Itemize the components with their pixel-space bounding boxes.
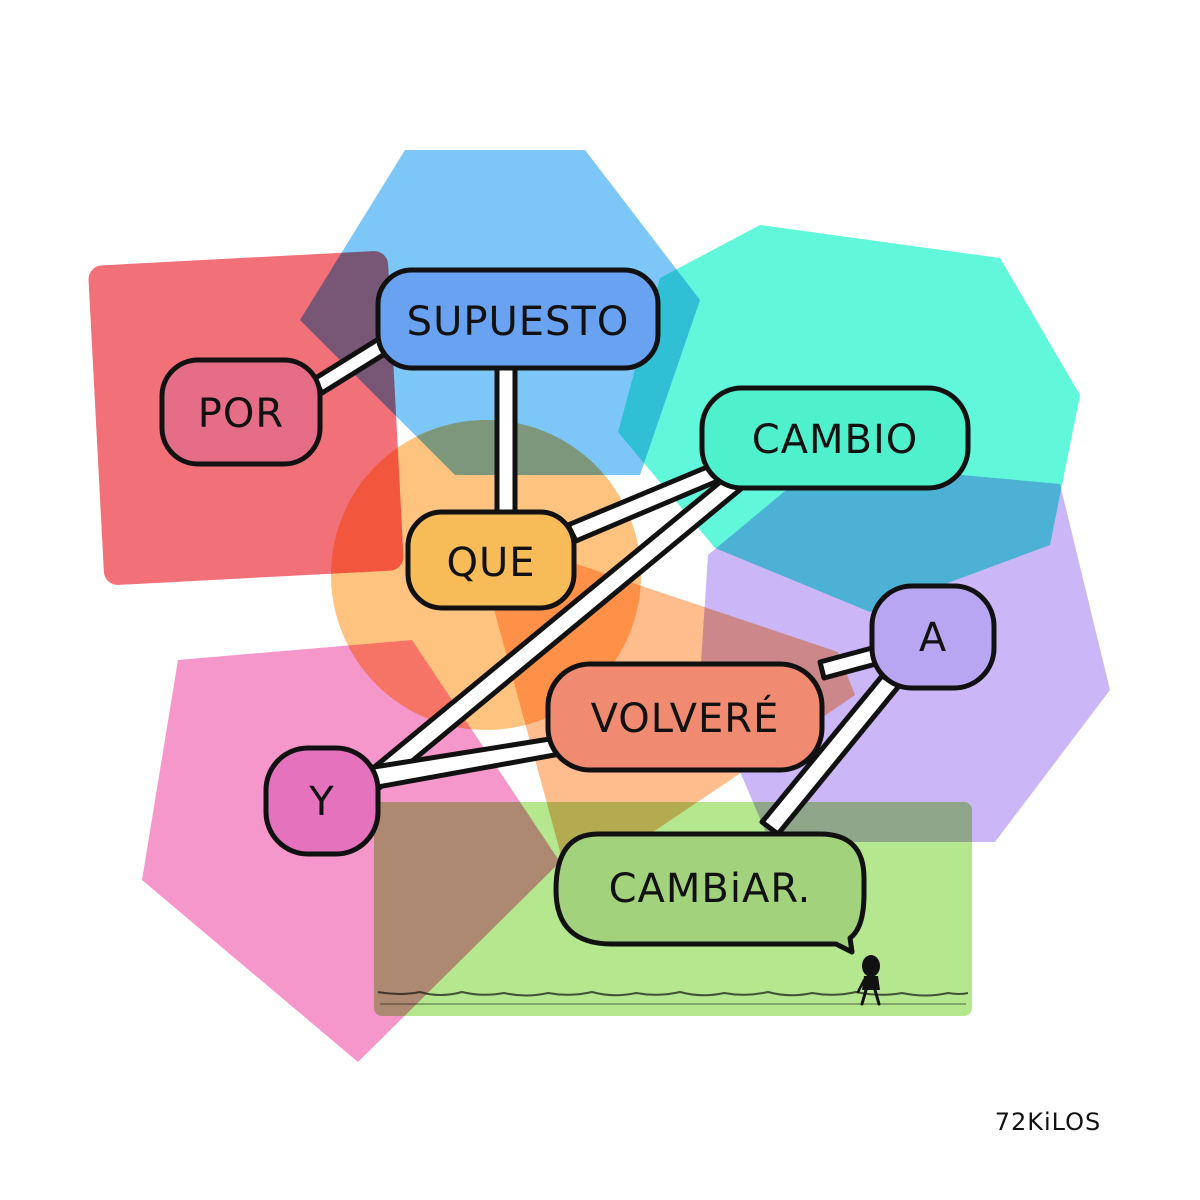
word-que: QUE [446,540,535,586]
bubble-cambiar: CAMBiAR. [553,831,867,955]
word-por: POR [198,391,284,437]
word-bubbles: POR SUPUESTO QUE CAMBIO Y VOLVERÉ A CAM [159,267,997,955]
word-cambio: CAMBIO [752,417,919,463]
bubble-volvere: VOLVERÉ [545,661,825,773]
bubble-cambio: CAMBIO [699,385,971,491]
connector-supuesto-que [494,359,518,523]
ground [377,990,969,1005]
person-figure [856,955,881,1006]
bubble-supuesto: SUPUESTO [375,267,661,371]
word-y: Y [308,779,334,825]
word-a: A [919,615,947,661]
bubble-por: POR [159,357,323,467]
bubble-a: A [869,583,997,691]
artist-signature: 72KiLOS [995,1108,1102,1136]
word-volvere: VOLVERÉ [591,694,780,742]
word-supuesto: SUPUESTO [407,299,630,345]
bubble-que: QUE [405,509,577,611]
bubble-y: Y [263,745,381,857]
word-cambiar: CAMBiAR. [609,866,812,912]
